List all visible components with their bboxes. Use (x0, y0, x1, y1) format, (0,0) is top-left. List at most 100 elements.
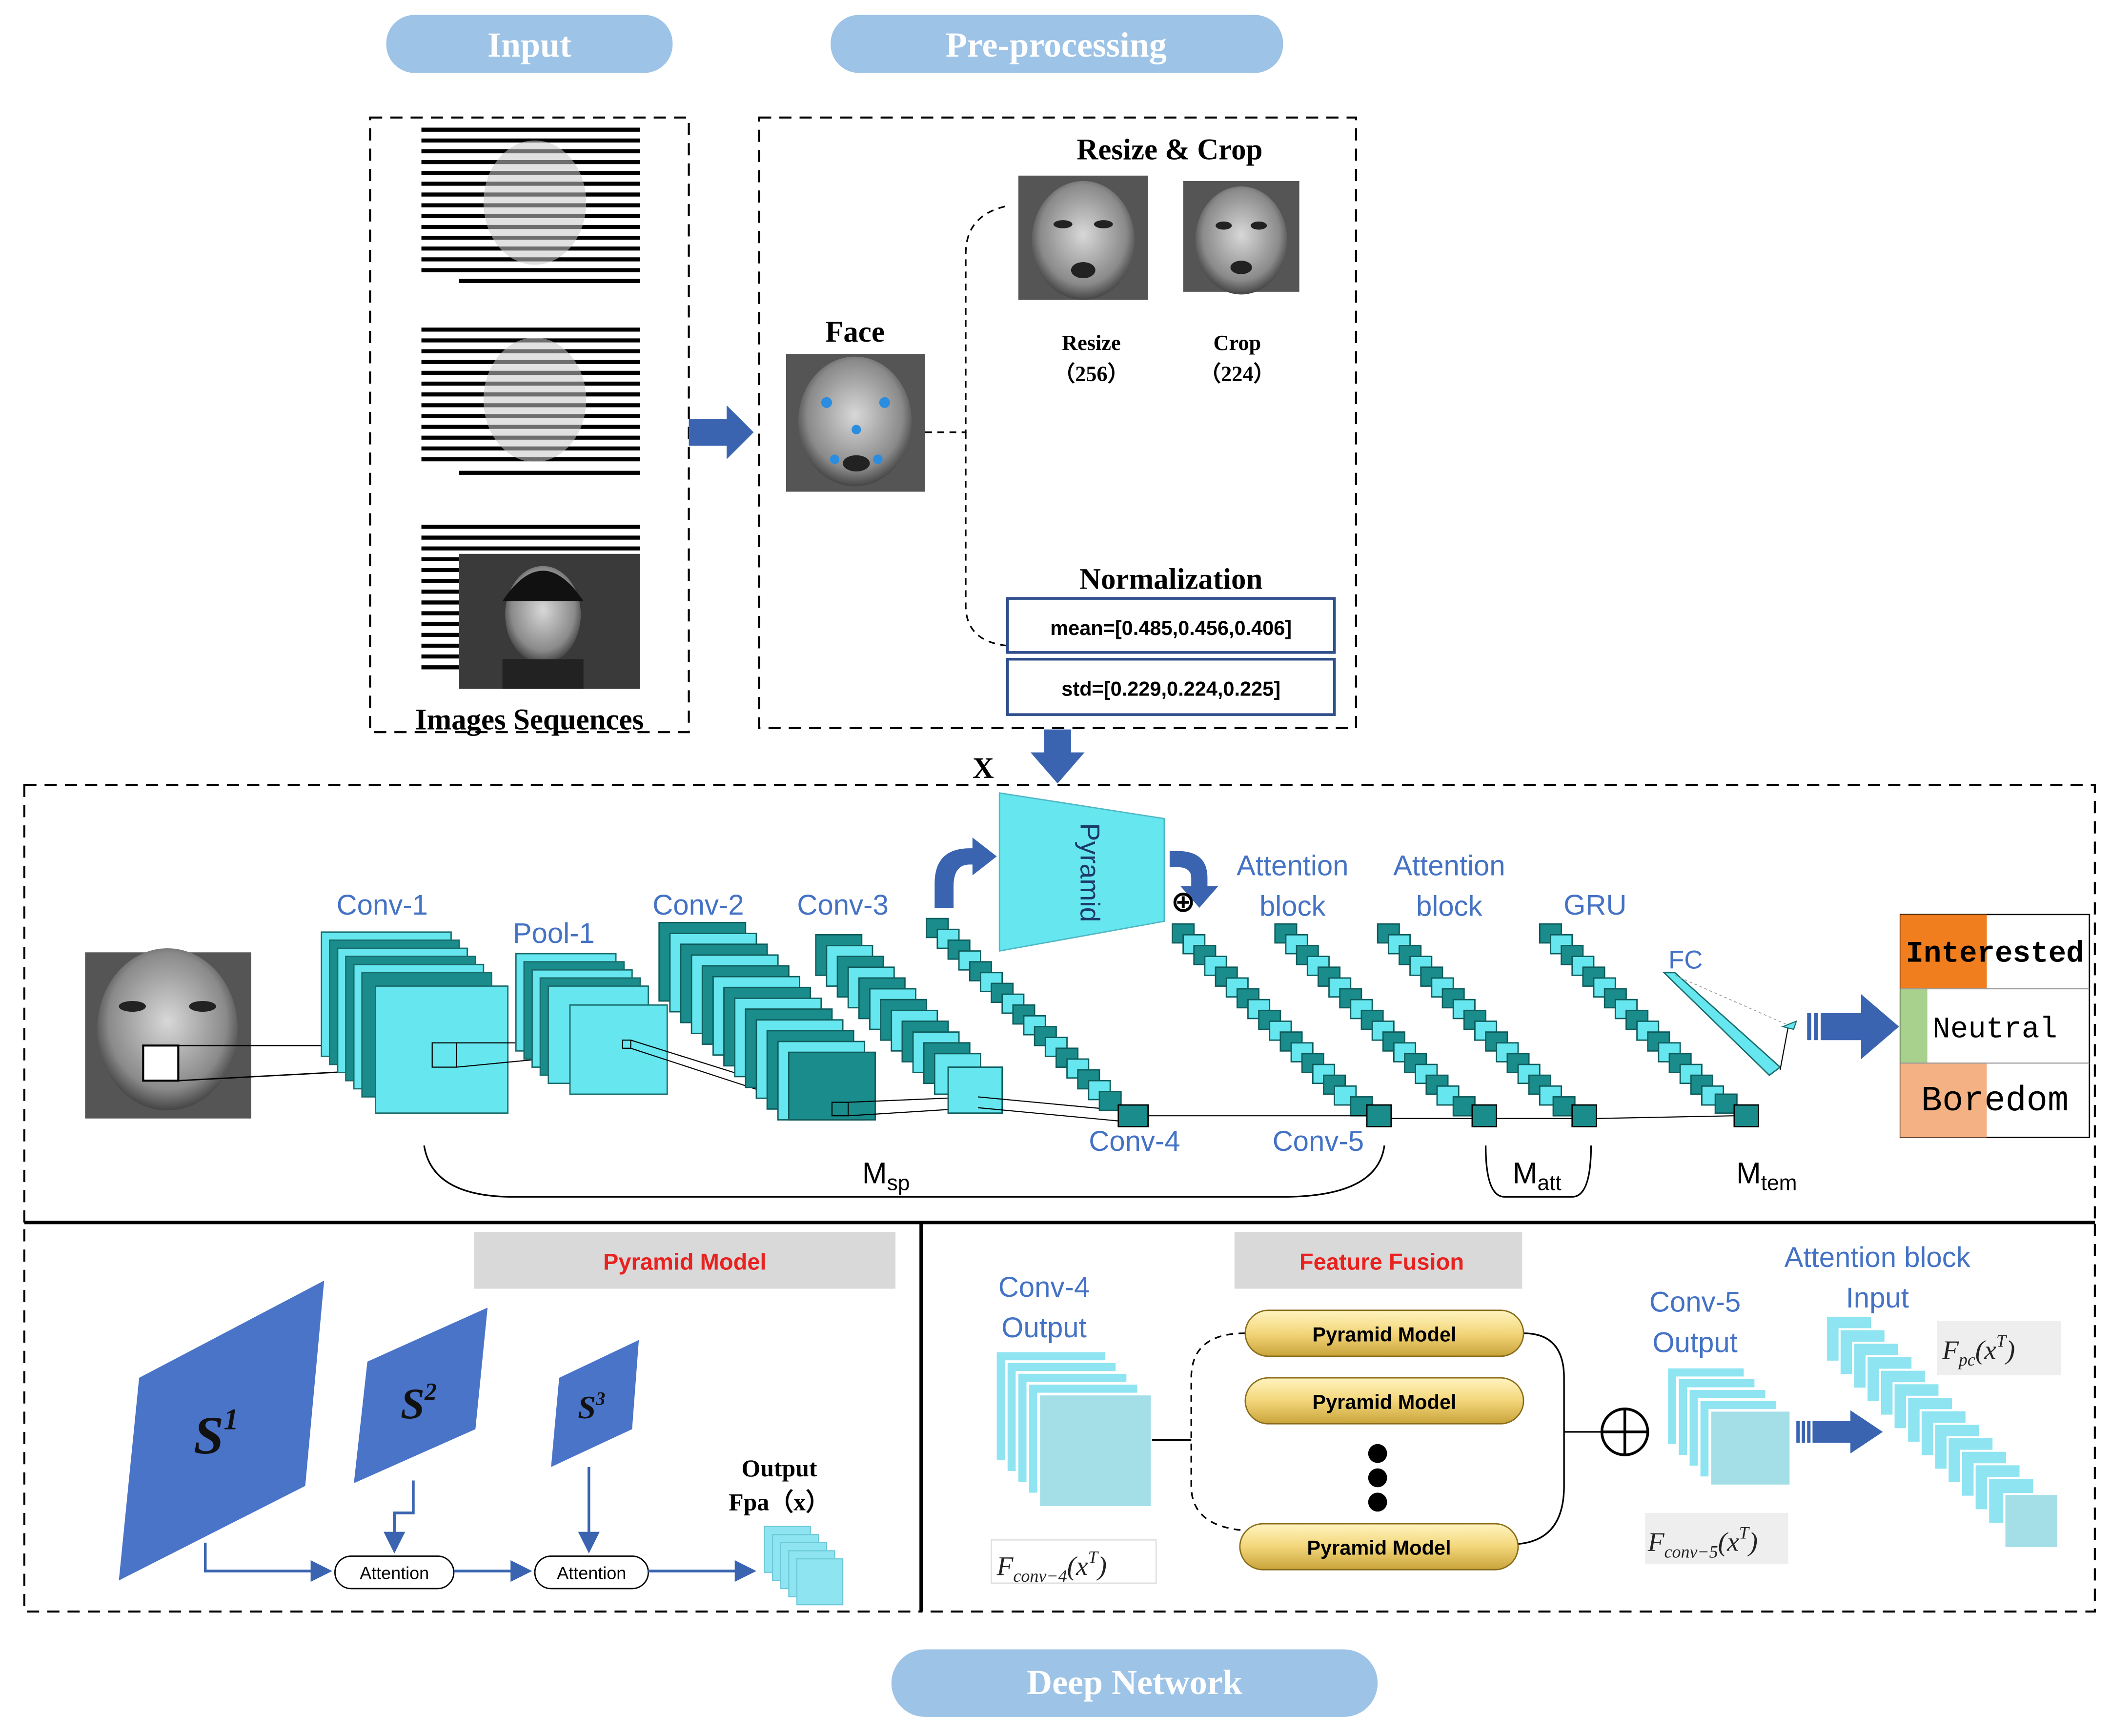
attention-block-1-stack (1274, 923, 1498, 1127)
m-sp-label: Msp (862, 1157, 910, 1195)
attention-block-1-label-line1: Attention (1237, 850, 1348, 882)
attention-block-input-stack (1825, 1314, 2060, 1549)
f-conv5-arg: (x (1718, 1527, 1739, 1556)
feature-fusion-title: Feature Fusion (1299, 1249, 1464, 1275)
s1-parallelogram (119, 1280, 325, 1581)
pyramid-model-pill-3: Pyramid Model (1239, 1523, 1519, 1571)
m-att-main: M (1513, 1157, 1538, 1190)
deep-network-footer-pill: Deep Network (891, 1649, 1378, 1717)
fusion-plus-symbol: ⊕ (1171, 885, 1196, 918)
conv4-output-label-line2: Output (1001, 1312, 1086, 1344)
resize-crop-title: Resize & Crop (1076, 134, 1262, 166)
ellipsis-dot-1 (1368, 1444, 1387, 1463)
m-tem-subscript: tem (1761, 1171, 1797, 1195)
s1-label: S1 (194, 1403, 239, 1465)
f-conv5-sup: T (1739, 1523, 1750, 1543)
image-stack-1 (421, 127, 640, 283)
f-conv4-arg: (x (1067, 1551, 1088, 1581)
preprocessing-header-label: Pre-processing (946, 25, 1167, 64)
pyramid-model-pill-2: Pyramid Model (1244, 1377, 1524, 1425)
input-header-label: Input (487, 25, 571, 64)
preprocessing-to-network-arrow (1030, 729, 1085, 784)
output-classes: Interested Neutral Boredom (1899, 914, 2091, 1138)
into-pyramid-arrow (934, 837, 997, 908)
f-conv5-formula: Fconv−5(xT) (1647, 1523, 1758, 1562)
attention-block-input-label-line1: Attention block (1785, 1242, 1971, 1273)
mean-box (1006, 597, 1336, 654)
pyramid-model-pill-3-label: Pyramid Model (1307, 1536, 1451, 1559)
attention-node-2-label: Attention (557, 1563, 626, 1583)
ellipsis-dot-3 (1368, 1492, 1387, 1512)
resize-face-image (1018, 175, 1148, 300)
deep-network-label: Deep Network (1027, 1663, 1242, 1702)
class-boredom: Boredom (1921, 1081, 2069, 1121)
attention-block-2-label-line2: block (1416, 891, 1483, 922)
s1-main: S (194, 1405, 224, 1465)
conv5-output-stack (1665, 1366, 1792, 1488)
s3-label: S3 (578, 1389, 605, 1426)
conv3-label: Conv-3 (797, 889, 888, 921)
f-conv4-sup: T (1088, 1547, 1099, 1567)
pool1-stack (515, 953, 668, 1095)
f-pc-main: F (1942, 1335, 1959, 1365)
attention-block-2-stack (1377, 923, 1597, 1127)
fusion-left-bracket (1190, 1332, 1246, 1532)
f-conv4-sub: conv−4 (1013, 1566, 1067, 1586)
normalization-title: Normalization (1079, 563, 1262, 596)
network-panel-frame (23, 784, 2096, 1224)
conv3-stack (815, 934, 1003, 1114)
crop-label: Crop (1214, 331, 1261, 355)
conv1-label: Conv-1 (337, 889, 428, 921)
preprocessing-bracket-top (925, 204, 1011, 433)
feature-fusion-panel-frame (920, 1221, 2096, 1613)
input-to-preprocessing-arrow (689, 405, 754, 460)
pyramid-model-pill-1: Pyramid Model (1244, 1309, 1524, 1357)
feature-fusion-title-bar (1234, 1232, 1522, 1289)
m-sp-subscript: sp (887, 1171, 910, 1195)
std-text: std=[0.229,0.224,0.225] (1061, 677, 1280, 700)
pyramid-model-pill-2-label: Pyramid Model (1312, 1390, 1456, 1413)
pyramid-model-pill-1-label: Pyramid Model (1312, 1323, 1456, 1346)
f-conv4-formula: Fconv−4(xT) (996, 1547, 1107, 1586)
attention-block-input-label-line2: Input (1846, 1282, 1909, 1314)
x-label: X (973, 752, 994, 785)
crop-face-image (1183, 181, 1299, 295)
std-box (1006, 657, 1336, 716)
s2-superscript: 2 (424, 1378, 437, 1405)
pyramid-model-title-bar (474, 1232, 896, 1289)
crop-value: （224） (1199, 362, 1275, 386)
m-tem-label: Mtem (1736, 1157, 1797, 1195)
preprocessing-bracket-bottom (965, 432, 1008, 647)
conv5-stack (1172, 923, 1392, 1127)
conv2-stack (658, 922, 876, 1121)
mean-text: mean=[0.485,0.456,0.406] (1050, 616, 1292, 639)
fusion-output-arrow (1796, 1410, 1883, 1454)
conv1-stack (321, 931, 509, 1114)
s3-parallelogram (551, 1340, 639, 1467)
s3-superscript: 3 (595, 1389, 605, 1409)
fusion-right-bracket (1518, 1332, 1565, 1545)
m-sp-main: M (862, 1157, 887, 1190)
pyramid-output-stack (764, 1526, 844, 1606)
pool1-label: Pool-1 (513, 918, 595, 949)
conv2-label: Conv-2 (652, 889, 744, 921)
conv4-stack (926, 918, 1149, 1127)
image-stack-3 (421, 525, 640, 689)
s2-main: S (401, 1380, 425, 1428)
s2-label: S2 (401, 1378, 437, 1428)
f-conv4-close: ) (1096, 1551, 1107, 1581)
network-input-face (85, 948, 251, 1119)
conv4-label: Conv-4 (1089, 1125, 1180, 1157)
f-pc-sup: T (1996, 1331, 2008, 1350)
boredom-color-swatch (1900, 1063, 1987, 1138)
output-arrow (1807, 994, 1899, 1059)
pyramid-model-title: Pyramid Model (603, 1249, 767, 1275)
input-header-pill: Input (386, 15, 673, 73)
m-att-label: Matt (1513, 1157, 1562, 1195)
m-att-subscript: att (1538, 1171, 1562, 1195)
m-sp-brace (423, 1145, 1385, 1198)
preprocessing-header-pill: Pre-processing (831, 15, 1283, 73)
image-stack-2 (421, 327, 640, 475)
